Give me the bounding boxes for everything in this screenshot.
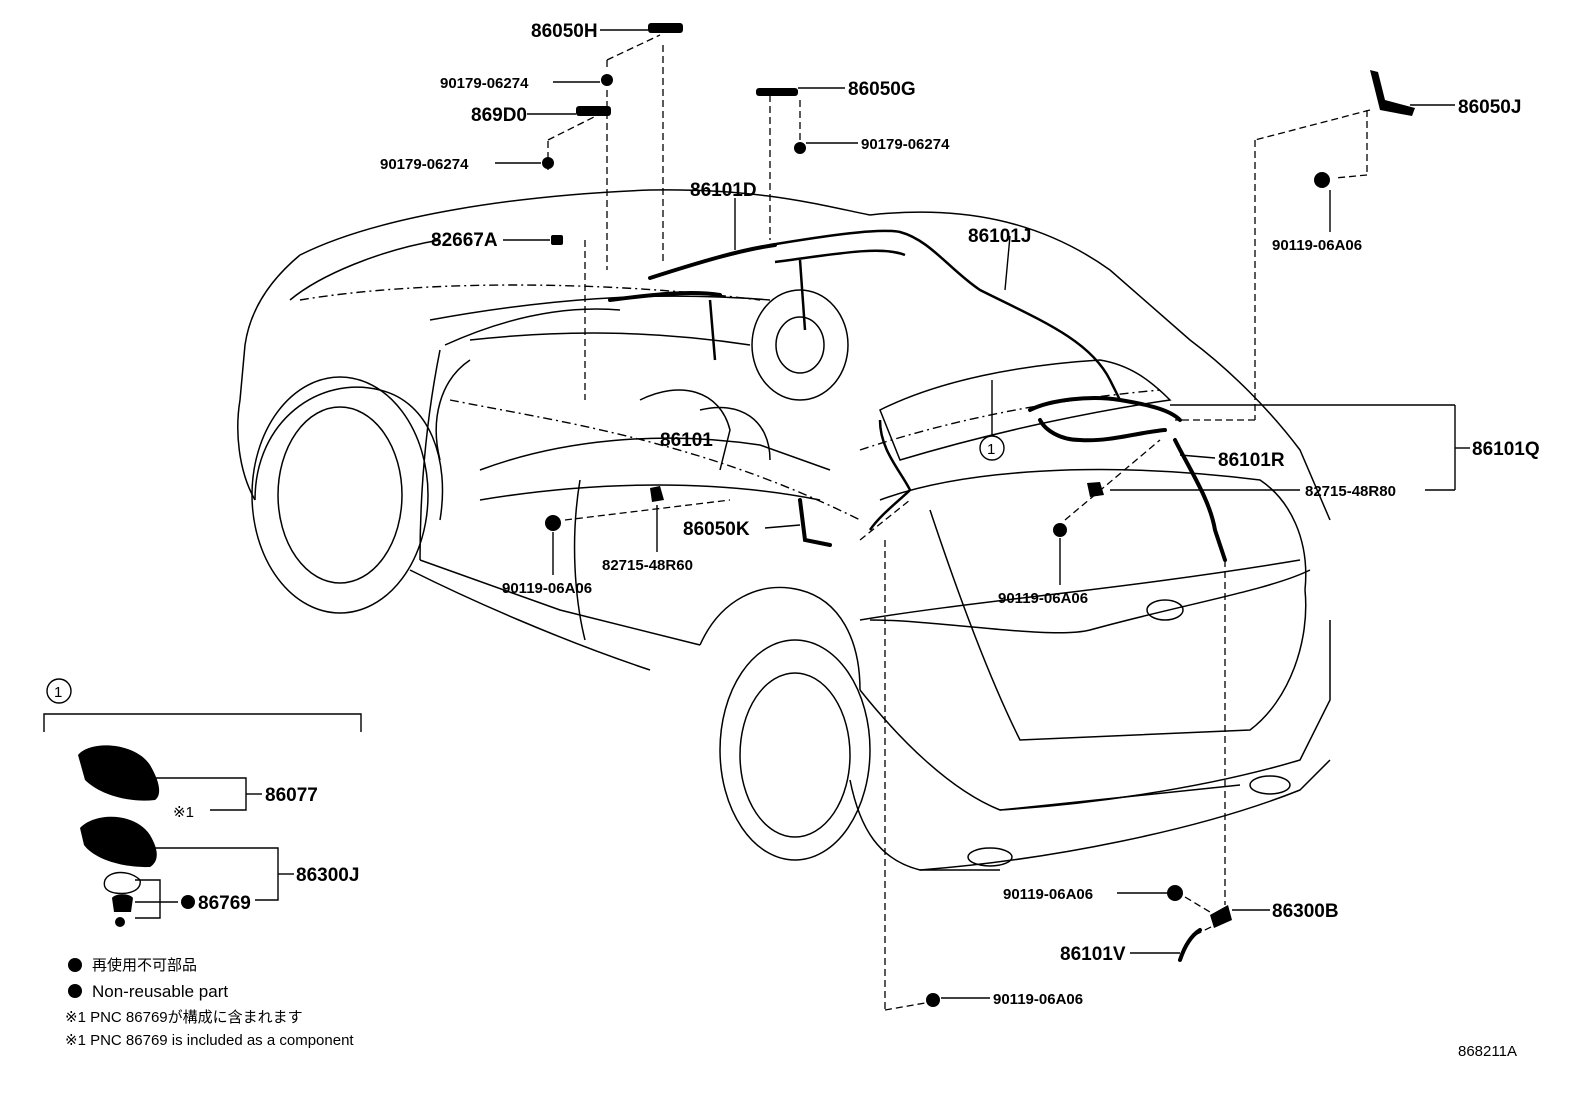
label-86050K: 86050K (683, 519, 750, 540)
wire-harnesses (608, 229, 1227, 962)
legend-dot-en (68, 984, 82, 998)
label-86101J: 86101J (968, 226, 1031, 247)
ref-circle-1-car (979, 435, 1005, 461)
bolt-90119-c (1053, 523, 1067, 537)
label-90119-d: 90119-06A06 (1003, 886, 1093, 903)
vehicle-body (237, 189, 1331, 871)
antenna-86300J (80, 816, 157, 868)
ref-mark-1: ※1 (173, 804, 194, 821)
part-82667A (551, 235, 563, 245)
nut-86769 (112, 894, 133, 912)
part-86300B (1210, 905, 1232, 928)
label-86300B: 86300B (1272, 901, 1339, 922)
bolt-90119-d (1167, 885, 1183, 901)
label-869D0: 869D0 (471, 105, 527, 126)
label-86050J: 86050J (1458, 97, 1521, 118)
diagram-id: 868211A (1458, 1043, 1517, 1060)
legend-jp-nonreusable: 再使用不可部品 (92, 957, 197, 974)
label-86050G: 86050G (848, 79, 916, 100)
bolt-90119-a (1314, 172, 1330, 188)
label-86101R: 86101R (1218, 450, 1285, 471)
label-90119-b: 90119-06A06 (502, 580, 592, 597)
legend-jp-note: ※1 PNC 86769が構成に含まれます (65, 1009, 303, 1026)
part-869D0 (576, 106, 611, 116)
label-90119-e: 90119-06A06 (993, 991, 1083, 1008)
clip-82715-48R80 (1087, 482, 1104, 497)
clip-82715-48R60 (650, 486, 664, 502)
legend-dot-jp (68, 958, 82, 972)
label-90179-a: 90179-06274 (440, 75, 529, 92)
antenna-cover-86077 (78, 745, 160, 801)
legend-en-nonreusable: Non-reusable part (92, 982, 228, 1001)
label-90119-a: 90119-06A06 (1272, 237, 1362, 254)
parts (542, 23, 1415, 1007)
leader-lines (495, 29, 1470, 1011)
ref-circle-1-car-label: 1 (987, 441, 995, 458)
label-90179-c: 90179-06274 (861, 136, 950, 153)
label-90119-c: 90119-06A06 (998, 590, 1088, 607)
gasket (103, 871, 141, 895)
label-90179-b: 90179-06274 (380, 156, 469, 173)
inset-bracket (43, 713, 362, 732)
nonreusable-dot (181, 895, 195, 909)
label-86077: 86077 (265, 785, 318, 806)
label-82667A: 82667A (431, 230, 498, 251)
ref-circle-1-inset-label: 1 (54, 684, 62, 701)
part-86050H (648, 23, 683, 33)
clip-90179-a (601, 74, 613, 86)
detail-inset: 1 86077 ※1 86300J 86769 (43, 678, 362, 927)
legend: 再使用不可部品 Non-reusable part ※1 PNC 86769が構… (65, 957, 354, 1049)
label-86769: 86769 (198, 893, 251, 914)
part-86050G (756, 88, 798, 96)
label-82715-48R60: 82715-48R60 (602, 557, 693, 574)
bolt-90119-b (545, 515, 561, 531)
callouts: 86050H 90179-06274 869D0 90179-06274 860… (380, 21, 1540, 1008)
label-86101V: 86101V (1060, 944, 1126, 965)
label-82715-48R80: 82715-48R80 (1305, 483, 1396, 500)
ref-circle-1-inset (46, 678, 72, 704)
part-86050J (1370, 70, 1415, 116)
label-86300J: 86300J (296, 865, 359, 886)
label-86101: 86101 (660, 430, 713, 451)
label-86101D: 86101D (690, 180, 757, 201)
label-86050H: 86050H (531, 21, 598, 42)
clip-90179-c (794, 142, 806, 154)
label-86101Q: 86101Q (1472, 439, 1540, 460)
legend-en-note: ※1 PNC 86769 is included as a component (65, 1032, 354, 1049)
bolt-90119-e (926, 993, 940, 1007)
